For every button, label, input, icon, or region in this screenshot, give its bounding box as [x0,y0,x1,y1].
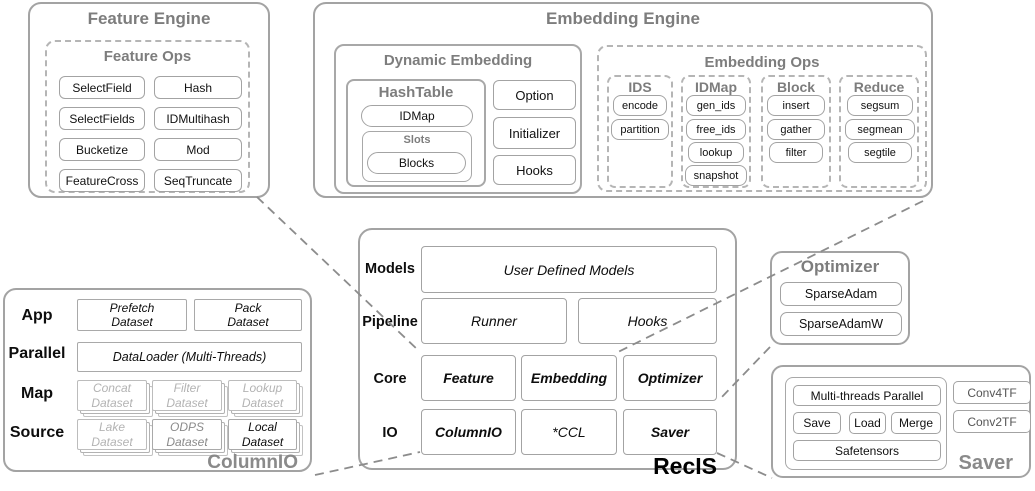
multithreads-parallel-box: Multi-threads Parallel [793,385,941,406]
feature-ops-box: Feature Ops SelectField Hash SelectField… [45,40,250,193]
ids-title: IDS [628,79,652,95]
feature-op: Bucketize [59,138,145,161]
op-pill: partition [611,119,669,140]
op-pill: free_ids [686,119,746,140]
dataset-item: ODPS Dataset [152,419,222,450]
dataloader-item: DataLoader (Multi-Threads) [77,342,302,372]
embedding-ops-box: Embedding Ops IDS encode partition IDMap… [597,45,927,192]
user-defined-models-box: User Defined Models [421,246,717,293]
dynamic-embedding-box: Dynamic Embedding HashTable IDMap Slots … [334,44,582,194]
blocks-pill: Blocks [367,152,466,174]
dynamic-embedding-title: Dynamic Embedding [383,52,533,69]
conv4tf-box: Conv4TF [953,381,1031,404]
sparseadamw-pill: SparseAdamW [780,312,902,336]
op-pill: segsum [847,95,913,116]
columnio-row-label: Source [9,424,65,441]
initializer-box: Initializer [493,117,576,149]
idmap-group-title: IDMap [695,79,737,95]
dataset-item: Pack Dataset [194,299,302,331]
columnio-row-label: App [21,307,53,324]
feature-engine-box: Feature Engine Feature Ops SelectField H… [28,2,270,198]
op-pill: segmean [845,119,915,140]
feature-op: SelectField [59,76,145,99]
recis-row-label: Models [365,261,415,277]
recis-row-label: Core [373,371,407,387]
ids-group: IDS encode partition [607,75,673,188]
feature-ops-title: Feature Ops [103,48,192,65]
runner-box: Runner [421,298,567,344]
load-box: Load [849,412,886,434]
feature-op: SeqTruncate [154,169,242,192]
dataset-item: Lake Dataset [77,419,147,450]
op-pill: lookup [688,142,744,163]
hooks-box: Hooks [578,298,717,344]
feature-op: Mod [154,138,242,161]
op-pill: gen_ids [686,95,746,116]
reduce-group: Reduce segsum segmean segtile [839,75,919,188]
feature-op: IDMultihash [154,107,242,130]
reduce-group-title: Reduce [853,79,905,95]
dataset-item: Prefetch Dataset [77,299,187,331]
merge-box: Merge [891,412,941,434]
columnio-label: ColumnIO [207,452,298,473]
hooks-box: Hooks [493,155,576,185]
hashtable-title: HashTable [378,84,454,101]
safetensors-box: Safetensors [793,440,941,461]
columnio-row-label: Map [21,385,53,402]
save-box: Save [793,412,841,434]
op-pill: filter [769,142,823,163]
feature-op: SelectFields [59,107,145,130]
slots-box: Slots Blocks [362,131,472,182]
columnio-box: App Parallel Map Source Prefetch Dataset… [3,288,312,473]
block-group: Block insert gather filter [761,75,831,188]
core-feature-box: Feature [421,355,516,401]
optimizer-box: Optimizer SparseAdam SparseAdamW [770,251,910,345]
recis-row-label: IO [382,425,398,441]
embedding-ops-title: Embedding Ops [704,54,820,71]
op-pill: insert [767,95,825,116]
sparseadam-pill: SparseAdam [780,282,902,306]
columnio-row-label: Parallel [8,345,66,362]
slots-title: Slots [403,134,431,146]
op-pill: gather [767,119,825,140]
op-pill: snapshot [685,165,747,186]
io-ccl-box: *CCL [521,409,617,455]
conv2tf-box: Conv2TF [953,410,1031,433]
hashtable-box: HashTable IDMap Slots Blocks [346,79,486,187]
io-saver-box: Saver [623,409,717,455]
feature-op: Hash [154,76,242,99]
op-pill: encode [613,95,667,116]
saver-label: Saver [958,452,1014,474]
option-box: Option [493,80,576,110]
op-pill: segtile [848,142,912,163]
optimizer-title: Optimizer [800,257,880,276]
recis-label: RecIS [653,453,717,479]
saver-box: Multi-threads Parallel Save Load Merge S… [771,365,1031,478]
block-group-title: Block [776,79,816,95]
saver-inner-box: Multi-threads Parallel Save Load Merge S… [785,377,947,470]
recis-row-label: Pipeline [362,314,418,330]
feature-op: FeatureCross [59,169,145,192]
io-columnio-box: ColumnIO [421,409,516,455]
feature-engine-title: Feature Engine [87,9,211,28]
core-optimizer-box: Optimizer [623,355,717,401]
dataset-item: Local Dataset [228,419,297,450]
dataset-item: Filter Dataset [152,380,222,411]
recis-box: Models Pipeline Core IO User Defined Mod… [358,228,737,479]
embedding-engine-title: Embedding Engine [546,9,700,28]
idmap-pill: IDMap [361,105,473,127]
core-embedding-box: Embedding [521,355,617,401]
dataset-item: Lookup Dataset [228,380,297,411]
dataset-item: Concat Dataset [77,380,147,411]
embedding-engine-box: Embedding Engine Dynamic Embedding HashT… [313,2,933,198]
idmap-group: IDMap gen_ids free_ids lookup snapshot [681,75,751,188]
